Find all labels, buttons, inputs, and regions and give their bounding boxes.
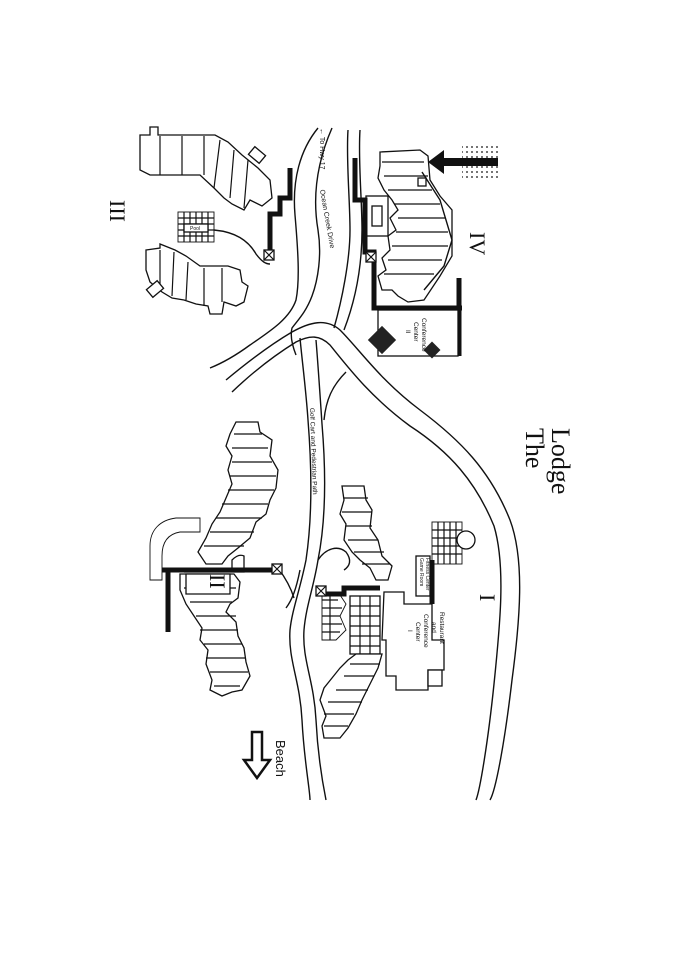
section-iii-lower-annex [145, 279, 165, 299]
pool-label: Pool [190, 226, 200, 232]
ocean-creek-drive-left-edge [209, 127, 319, 369]
section-i-north-dividers [342, 497, 390, 565]
top-road-arc-2 [343, 129, 363, 331]
section-iv-inner-path [421, 171, 453, 291]
section-iii-lower-dividers [159, 250, 223, 306]
restaurant-line-3: Conference [422, 614, 429, 648]
conference-center-ii-line-3: II [404, 330, 411, 334]
section-i-buildings [319, 485, 476, 739]
section-iii-pool-path [213, 229, 271, 265]
main-road-inner [231, 336, 502, 801]
section-iv-main-wing [377, 149, 453, 303]
section-iii-walkway [267, 168, 293, 255]
conference-center-ii [377, 309, 459, 357]
path-loop-2 [285, 569, 301, 609]
main-road-outer [225, 322, 521, 801]
golf-cart-path-right [303, 339, 327, 801]
section-ii-lower-arm [179, 573, 251, 697]
title-line-2: Lodge [546, 428, 575, 494]
section-iv-walkway [352, 158, 462, 311]
beach-label: Beach [273, 740, 288, 777]
restaurant-line-1: Restaurant [438, 612, 445, 644]
conference-center-ii-line-1: Conference [420, 318, 427, 352]
section-ii-label: II [205, 574, 230, 589]
section-i-south-arm [319, 653, 383, 739]
section-iii-buildings: Pool [139, 126, 273, 315]
section-iv-unit-dividers [382, 161, 448, 275]
section-i-north-arm [339, 485, 393, 581]
section-ii-lobby [184, 554, 245, 595]
section-i-annex [427, 669, 443, 687]
restaurant-line-2: and [430, 622, 437, 633]
section-iii-upper-annex [247, 145, 267, 165]
section-iv-buildings [365, 149, 453, 303]
section-iv-label: IV [465, 232, 490, 255]
section-i-south-dividers [324, 663, 380, 727]
section-i-middle-block [349, 595, 381, 655]
section-ii-upper-arm [197, 421, 279, 565]
path-loop-1 [317, 547, 351, 571]
title-line-1: The [520, 428, 549, 468]
section-iii-upper-dividers [159, 136, 249, 209]
section-i-gatehouse-cross [315, 585, 327, 597]
section-iii-label: III [105, 200, 130, 222]
section-iii-gatehouse-cross [263, 249, 275, 261]
restaurant-line-4: Center [414, 622, 421, 642]
section-iv-gatehouse-cross [365, 251, 377, 263]
section-iv-pool [371, 205, 383, 227]
golf-cart-path-left [289, 337, 312, 801]
highway-label: ← To Hwy 17 [318, 128, 325, 170]
section-ii-upper-dividers [204, 433, 276, 547]
fitness-center-line-2: Game Room [418, 558, 424, 586]
section-ii-gatehouse-cross [271, 563, 283, 575]
fitness-center-line-1: Fitness Center [424, 558, 430, 591]
drive-label: Ocean Creek Drive [318, 189, 335, 249]
section-ii-grid-terrace [149, 517, 201, 581]
section-iv-entry [417, 177, 427, 187]
top-road-arc [333, 129, 351, 329]
entrance-arrow-icon [428, 150, 498, 174]
path-label: Golf Cart and Pedestrian Path [308, 408, 318, 495]
conference-center-ii-line-2: Center [412, 322, 419, 342]
path-branch [323, 371, 347, 421]
section-iii-pool [183, 223, 209, 233]
map-title: TheLodge [520, 428, 575, 494]
section-i-pool-grid [432, 522, 462, 564]
section-iii-upper-wing [139, 126, 273, 211]
section-i-label: I [475, 594, 500, 601]
conference-center-ii-pavilion-small [423, 341, 441, 359]
section-i-walkway [324, 585, 380, 597]
section-iii-lower-wing [145, 243, 249, 315]
section-ii-buildings [149, 421, 279, 697]
section-i-courtyard-grid [322, 592, 342, 640]
section-i-hot-tub [456, 530, 476, 550]
beach-arrow-icon [241, 730, 273, 781]
restaurant-line-5: I [406, 630, 413, 632]
conference-center-ii-pavilion-large [367, 325, 397, 355]
section-i-middle-dividers [350, 596, 380, 654]
section-iii-pool-area: Pool [177, 211, 215, 243]
